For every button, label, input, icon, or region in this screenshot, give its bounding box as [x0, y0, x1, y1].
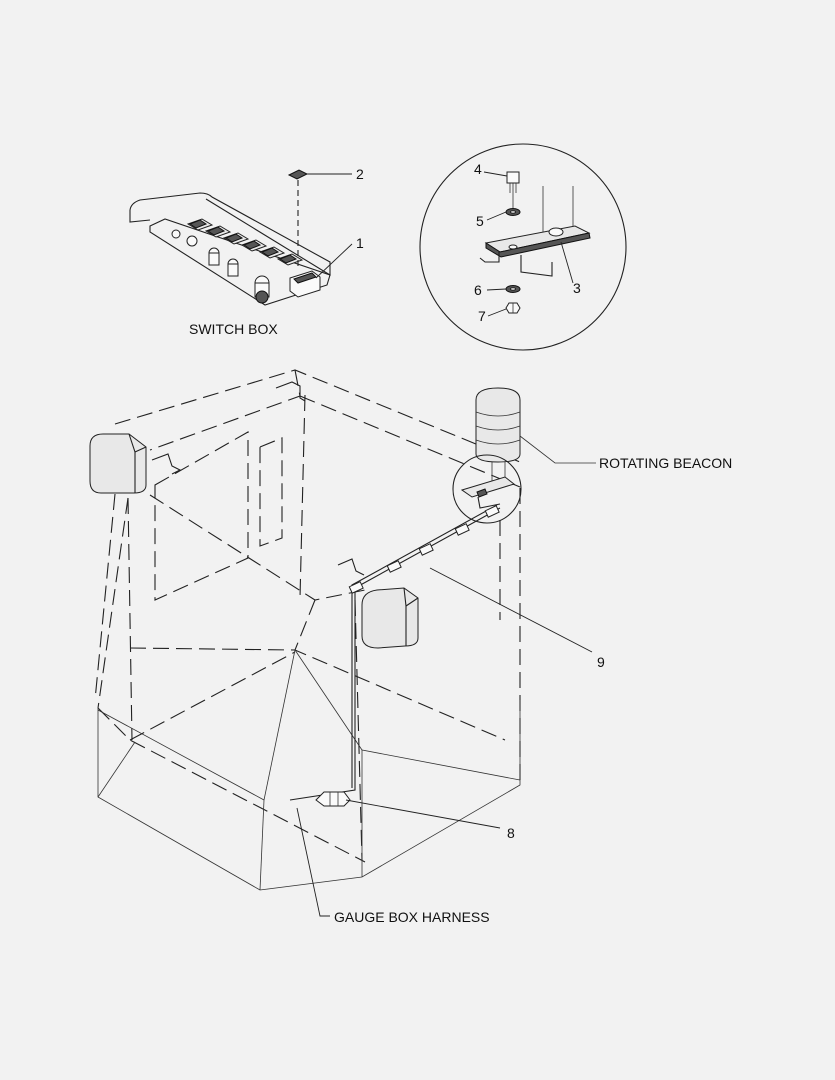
cab-outline	[94, 369, 521, 891]
callout-6: 6	[474, 282, 482, 298]
callout-1: 1	[356, 235, 364, 251]
work-light-left	[89, 433, 147, 494]
callout-2: 2	[356, 166, 364, 182]
callout-8: 8	[507, 825, 515, 841]
switch-box-assembly: 2 1 SWITCH BOX	[129, 166, 364, 337]
bolt-icon	[506, 171, 520, 184]
harness-connector-icon	[315, 791, 351, 807]
callout-7: 7	[478, 308, 486, 324]
rotating-beacon	[452, 387, 596, 524]
callout-4: 4	[474, 161, 482, 177]
work-light-right	[361, 587, 419, 649]
knob-icons	[171, 229, 270, 304]
rotating-beacon-label: ROTATING BEACON	[599, 455, 732, 471]
harness-wiring	[289, 504, 501, 807]
mounting-detail: 4 5 3 6 7	[419, 143, 627, 351]
gauge-box-harness-label: GAUGE BOX HARNESS	[334, 909, 490, 925]
callout-5: 5	[476, 213, 484, 229]
switch-box-label: SWITCH BOX	[189, 321, 278, 337]
part-2-plate	[287, 169, 309, 180]
callout-3: 3	[573, 280, 581, 296]
callout-9: 9	[597, 654, 605, 670]
